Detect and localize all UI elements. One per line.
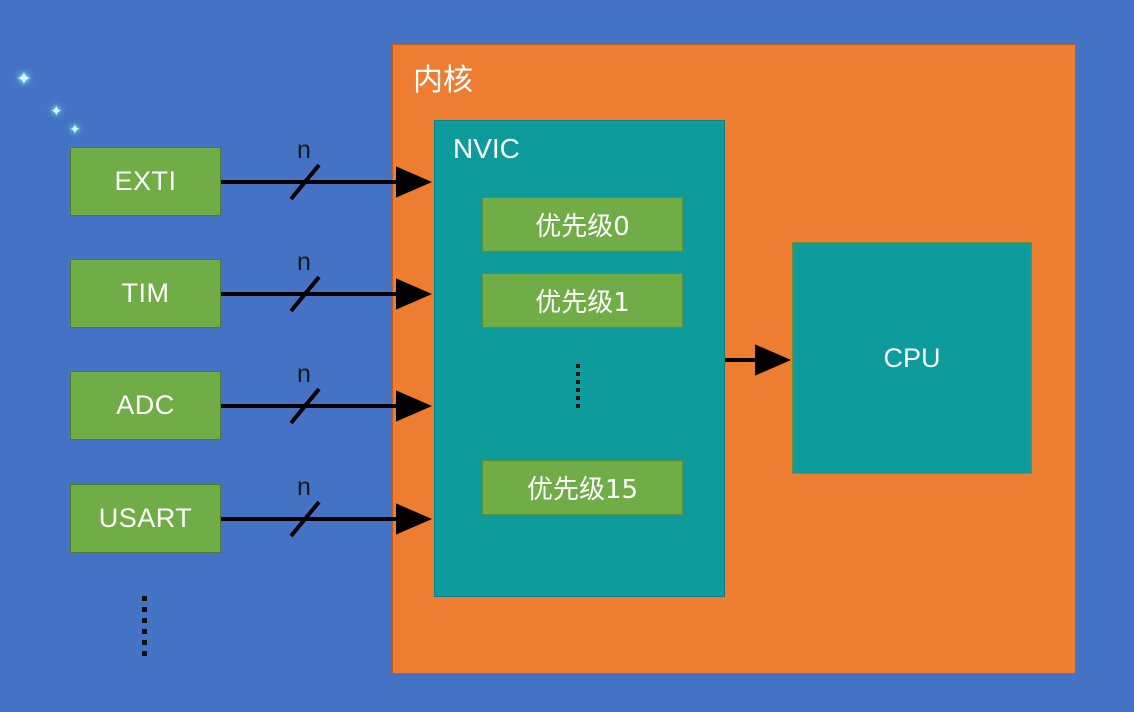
ellipsis-dot (576, 372, 580, 376)
ellipsis-dot (576, 404, 580, 408)
cpu-box[interactable]: CPU (792, 242, 1032, 474)
ellipsis-dot (142, 629, 147, 634)
peripheral-box-adc[interactable]: ADC (70, 371, 221, 440)
sparkle-star-icon: ✦ (69, 121, 81, 137)
sparkle-star-icon: ✦ (50, 103, 63, 120)
ellipsis-dot (142, 618, 147, 623)
ellipsis-dot (576, 364, 580, 368)
bus-width-label-exti: n (297, 136, 311, 164)
ellipsis-dot (576, 396, 580, 400)
peripheral-box-exti[interactable]: EXTI (70, 147, 221, 216)
ellipsis-dot (142, 607, 147, 612)
ellipsis-dot (142, 596, 147, 601)
peripheral-ellipsis (142, 596, 147, 662)
bus-width-label-adc: n (297, 360, 311, 388)
nvic-title: NVIC (453, 133, 520, 164)
nvic-container: NVIC (434, 120, 725, 597)
peripheral-box-usart[interactable]: USART (70, 484, 221, 553)
bus-width-label-usart: n (297, 473, 311, 501)
ellipsis-dot (142, 651, 147, 656)
nvic-ellipsis (576, 364, 580, 412)
priority-box-15[interactable]: 优先级15 (482, 460, 683, 515)
kernel-title: 内核 (413, 63, 473, 98)
priority-box-1[interactable]: 优先级1 (482, 273, 683, 328)
peripheral-box-tim[interactable]: TIM (70, 259, 221, 328)
sparkle-star-icon: ✦ (16, 69, 32, 90)
ellipsis-dot (142, 640, 147, 645)
ellipsis-dot (576, 388, 580, 392)
priority-box-0[interactable]: 优先级0 (482, 197, 683, 252)
ellipsis-dot (576, 380, 580, 384)
bus-width-label-tim: n (297, 248, 311, 276)
